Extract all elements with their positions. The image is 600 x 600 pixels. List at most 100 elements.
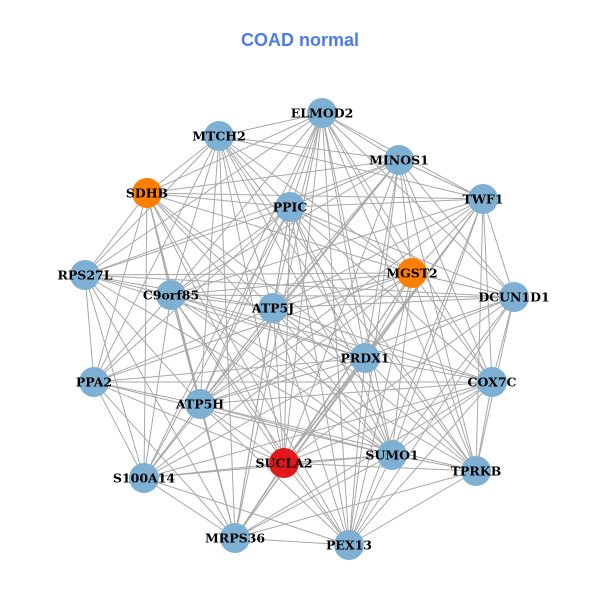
edge-SUMO1-MRPS36 <box>234 454 393 539</box>
node-label: COX7C <box>468 375 517 390</box>
edge-ELMOD2-MINOS1 <box>321 112 400 161</box>
edge-PRDX1-COX7C <box>364 357 493 383</box>
edge-ATP5J-PRDX1 <box>272 307 366 359</box>
edge-MTCH2-SUCLA2 <box>218 135 285 464</box>
edge-MTCH2-PPA2 <box>93 135 220 383</box>
edge-MGST2-PEX13 <box>348 272 413 546</box>
edge-PPIC-MGST2 <box>289 206 413 274</box>
edge-ELMOD2-SUMO1 <box>321 112 393 456</box>
edge-PPIC-COX7C <box>289 206 493 383</box>
node-SDHB[interactable]: SDHB <box>126 178 168 208</box>
node-circle[interactable] <box>334 530 364 560</box>
edge-SUCLA2-TPRKB <box>283 462 477 472</box>
edge-MTCH2-C9orf85 <box>170 135 220 296</box>
node-PEX13[interactable]: PEX13 <box>326 530 372 560</box>
edge-ELMOD2-COX7C <box>321 112 493 383</box>
node-circle[interactable] <box>132 178 162 208</box>
node-circle[interactable] <box>350 343 380 373</box>
node-circle[interactable] <box>220 523 250 553</box>
node-circle[interactable] <box>204 121 234 151</box>
edge-RPS27L-DCUN1D1 <box>84 274 515 298</box>
edge-ATP5J-PPA2 <box>93 307 274 383</box>
edge-DCUN1D1-SUMO1 <box>391 296 515 456</box>
edge-COX7C-S100A14 <box>143 381 493 479</box>
node-MTCH2[interactable]: MTCH2 <box>192 121 246 151</box>
node-ELMOD2[interactable]: ELMOD2 <box>291 98 354 128</box>
node-PPIC[interactable]: PPIC <box>273 192 308 222</box>
node-circle[interactable] <box>468 184 498 214</box>
edge-PPIC-PEX13 <box>289 206 350 546</box>
edge-MINOS1-PRDX1 <box>364 159 400 359</box>
node-circle[interactable] <box>377 440 407 470</box>
node-label: SDHB <box>126 186 168 201</box>
edge-RPS27L-PPA2 <box>84 274 95 383</box>
node-circle[interactable] <box>461 456 491 486</box>
edge-SDHB-SUMO1 <box>146 192 393 456</box>
edge-PPIC-PPA2 <box>93 206 291 383</box>
node-label: MRPS36 <box>205 531 265 546</box>
edge-RPS27L-MGST2 <box>84 272 413 276</box>
node-circle[interactable] <box>70 260 100 290</box>
edge-ELMOD2-SDHB <box>146 112 323 194</box>
edge-PRDX1-ATP5H <box>199 357 366 405</box>
edge-MINOS1-TWF1 <box>398 159 484 200</box>
node-label: RPS27L <box>58 268 113 283</box>
edge-MTCH2-TPRKB <box>218 135 477 472</box>
node-S100A14[interactable]: S100A14 <box>113 463 176 493</box>
node-label: DCUN1D1 <box>478 290 549 305</box>
node-COX7C[interactable]: COX7C <box>468 367 517 397</box>
node-circle[interactable] <box>397 258 427 288</box>
node-PPA2[interactable]: PPA2 <box>76 367 112 397</box>
edge-PRDX1-MRPS36 <box>234 357 366 539</box>
node-MRPS36[interactable]: MRPS36 <box>205 523 265 553</box>
edge-SDHB-TWF1 <box>146 192 484 200</box>
edge-PRDX1-TPRKB <box>364 357 477 472</box>
node-circle[interactable] <box>477 367 507 397</box>
edge-PPIC-TPRKB <box>289 206 477 472</box>
node-TWF1[interactable]: TWF1 <box>463 184 504 214</box>
edge-C9orf85-PPA2 <box>93 294 172 383</box>
node-circle[interactable] <box>79 367 109 397</box>
node-circle[interactable] <box>129 463 159 493</box>
edge-C9orf85-TPRKB <box>170 294 477 472</box>
edge-SDHB-ATP5J <box>146 192 274 309</box>
edge-MINOS1-MGST2 <box>398 159 413 274</box>
edge-ELMOD2-MGST2 <box>321 112 413 274</box>
node-circle[interactable] <box>384 145 414 175</box>
node-circle[interactable] <box>499 282 529 312</box>
node-PRDX1[interactable]: PRDX1 <box>340 343 390 373</box>
node-DCUN1D1[interactable]: DCUN1D1 <box>478 282 550 312</box>
edge-COX7C-MRPS36 <box>234 381 493 539</box>
edge-SUMO1-S100A14 <box>143 454 393 479</box>
edge-TWF1-SUMO1 <box>391 198 484 456</box>
edge-PPIC-S100A14 <box>143 206 291 479</box>
node-circle[interactable] <box>185 389 215 419</box>
edge-PPA2-ATP5H <box>93 381 201 405</box>
edge-C9orf85-ATP5J <box>170 294 274 309</box>
node-label: MTCH2 <box>192 129 246 144</box>
node-TPRKB[interactable]: TPRKB <box>451 456 502 486</box>
node-MINOS1[interactable]: MINOS1 <box>369 145 429 175</box>
node-label: PPIC <box>273 200 308 215</box>
node-circle[interactable] <box>275 192 305 222</box>
node-RPS27L[interactable]: RPS27L <box>58 260 113 290</box>
node-ATP5H[interactable]: ATP5H <box>175 389 224 419</box>
node-C9orf85[interactable]: C9orf85 <box>143 280 199 310</box>
node-circle[interactable] <box>269 448 299 478</box>
node-ATP5J[interactable]: ATP5J <box>251 293 294 323</box>
node-label: S100A14 <box>113 471 176 486</box>
edge-TPRKB-PEX13 <box>348 470 477 546</box>
edge-MGST2-PPA2 <box>93 272 413 383</box>
node-MGST2[interactable]: MGST2 <box>386 258 438 288</box>
node-circle[interactable] <box>258 293 288 323</box>
edge-ATP5J-COX7C <box>272 307 493 383</box>
node-circle[interactable] <box>156 280 186 310</box>
edge-PPIC-RPS27L <box>84 206 291 276</box>
edge-COX7C-PEX13 <box>348 381 493 546</box>
node-label: PRDX1 <box>340 351 389 366</box>
node-circle[interactable] <box>307 98 337 128</box>
edge-MTCH2-SDHB <box>146 135 220 194</box>
node-SUMO1[interactable]: SUMO1 <box>365 440 419 470</box>
edge-MINOS1-RPS27L <box>84 159 400 276</box>
node-SUCLA2[interactable]: SUCLA2 <box>255 448 313 478</box>
